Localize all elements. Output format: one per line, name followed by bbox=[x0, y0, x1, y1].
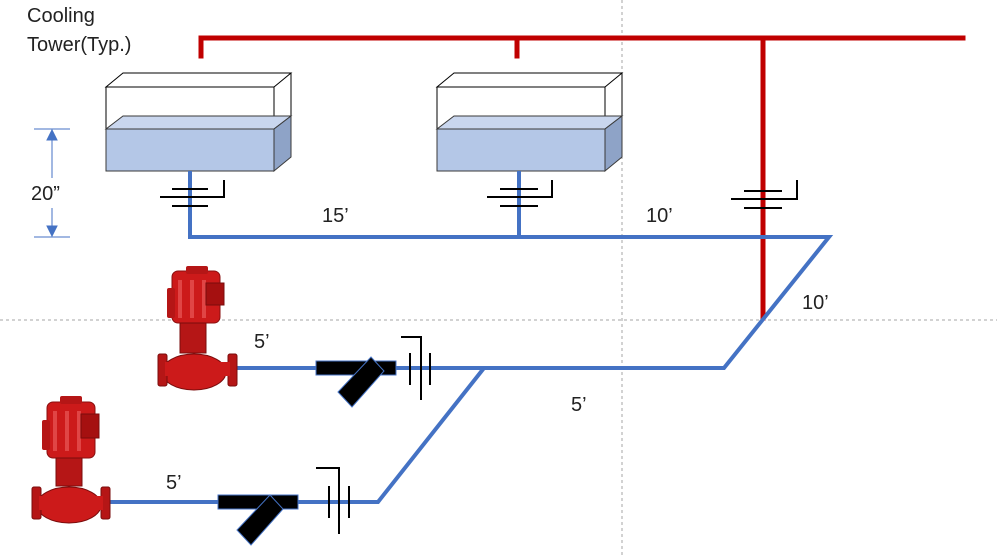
height-dimension bbox=[34, 128, 70, 238]
cooling-tower-1 bbox=[104, 72, 293, 173]
pump-2 bbox=[31, 396, 111, 524]
cooling-tower-2 bbox=[435, 72, 624, 173]
height-label: 20” bbox=[31, 183, 60, 205]
cooling-tower-label-line2: Tower(Typ.) bbox=[27, 34, 131, 56]
balancing-valve-icon bbox=[160, 180, 225, 207]
balancing-valve-icon bbox=[487, 180, 553, 207]
dimension-5ft-middle-label: 5’ bbox=[571, 394, 587, 416]
dimension-5ft-pump1-label: 5’ bbox=[254, 331, 270, 353]
balancing-valve-icon bbox=[316, 467, 350, 534]
pump-1 bbox=[157, 266, 238, 391]
dimension-15ft-label: 15’ bbox=[322, 205, 349, 227]
dimension-10ft-diagonal-label: 10’ bbox=[802, 292, 829, 314]
dimension-10ft-top-label: 10’ bbox=[646, 205, 673, 227]
balancing-valve-icon bbox=[731, 180, 798, 209]
y-strainer-icon bbox=[217, 494, 299, 546]
supply-piping bbox=[198, 35, 966, 321]
y-strainer-icon bbox=[315, 356, 397, 408]
cooling-tower-label-line1: Cooling bbox=[27, 5, 95, 27]
return-piping bbox=[105, 171, 834, 504]
dimension-5ft-pump2-label: 5’ bbox=[166, 472, 182, 494]
balancing-valve-icon bbox=[401, 336, 431, 400]
